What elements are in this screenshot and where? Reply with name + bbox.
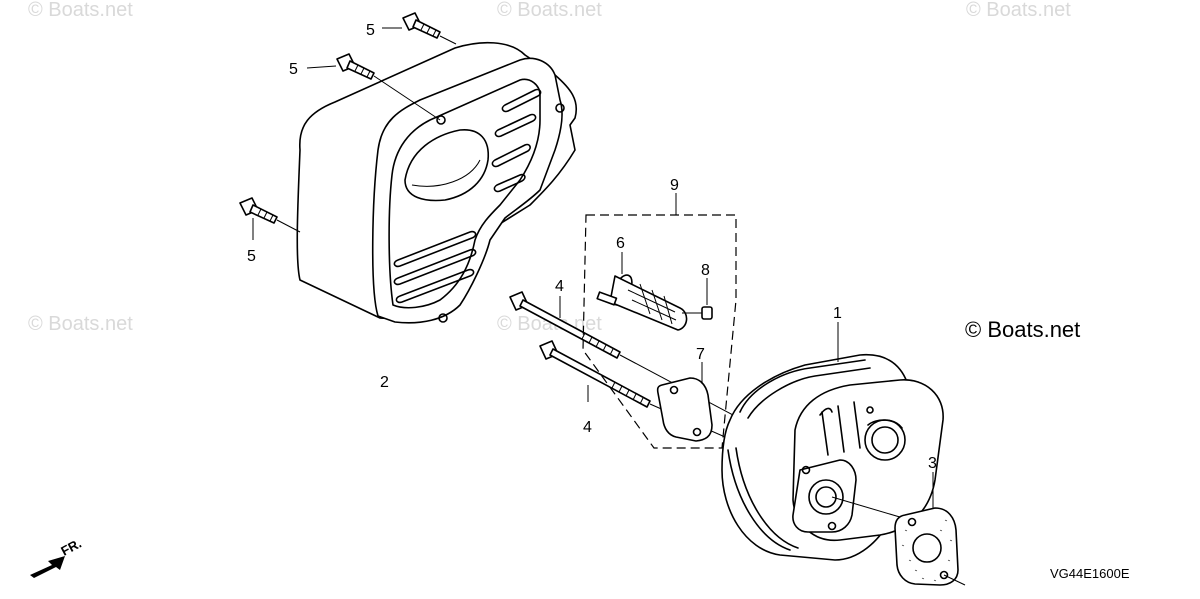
flange-bolt-top: [402, 12, 441, 39]
callout-6: 6: [616, 235, 625, 252]
watermark: © Boats.net: [28, 0, 133, 21]
front-direction-arrow-icon: FR.: [30, 536, 84, 578]
callout-1: 1: [833, 305, 842, 322]
callout-8: 8: [701, 262, 710, 279]
callout-5: 5: [289, 61, 298, 78]
callout-9: 9: [670, 177, 679, 194]
brand-mark: © Boats.net: [965, 317, 1080, 342]
muffler: [721, 354, 944, 561]
exhaust-gasket: [894, 507, 959, 586]
diagram-code: VG44E1600E: [1050, 566, 1130, 581]
callout-7: 7: [696, 346, 705, 363]
stud-bolt-lower: [539, 340, 651, 408]
callout-5: 5: [366, 22, 375, 39]
callout-4: 4: [583, 419, 592, 436]
watermark: © Boats.net: [497, 0, 602, 21]
screw: [682, 306, 713, 320]
callout-3: 3: [928, 455, 937, 472]
watermark: © Boats.net: [966, 0, 1071, 21]
callout-4: 4: [555, 278, 564, 295]
arrester-gasket: [656, 377, 713, 442]
direction-label: FR.: [58, 536, 84, 559]
stud-bolt-upper: [509, 291, 621, 359]
spark-arrester: [596, 274, 688, 331]
spark-arrester-set-outline: [582, 214, 737, 449]
callout-2: 2: [380, 374, 389, 391]
flange-bolt-left: [239, 197, 278, 224]
watermark: © Boats.net: [28, 313, 133, 335]
flange-bolt-middle: [336, 53, 375, 80]
muffler-protector: [296, 41, 577, 324]
callout-5: 5: [247, 248, 256, 265]
